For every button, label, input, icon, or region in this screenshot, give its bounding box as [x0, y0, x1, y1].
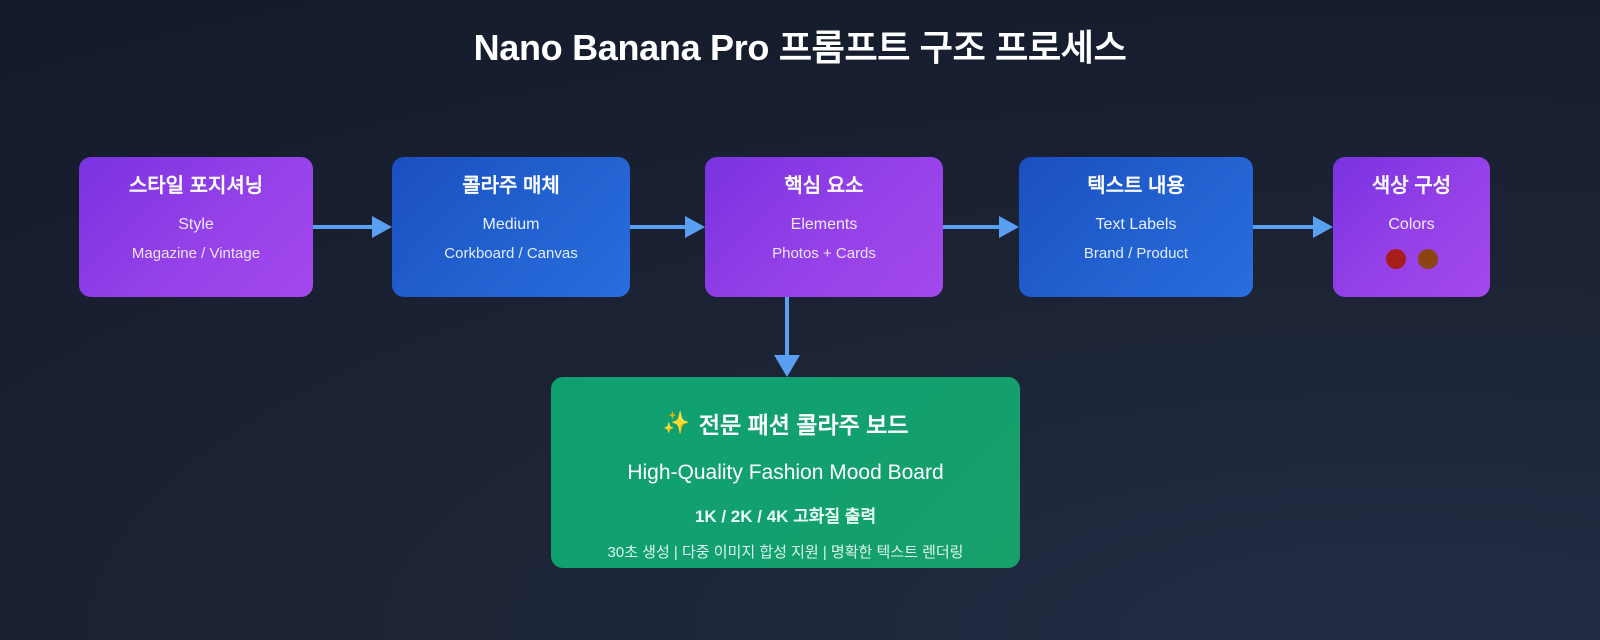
arrow-shaft [943, 225, 999, 229]
flow-node-5[interactable]: 색상 구성 Colors [1333, 157, 1490, 297]
arrow-step-3-to-4 [943, 216, 1019, 238]
flow-node-title: 스타일 포지셔닝 [128, 175, 264, 197]
arrow-shaft [1253, 225, 1313, 229]
arrow-shaft [630, 225, 685, 229]
flow-node-detail: Photos + Cards [772, 245, 876, 262]
arrow-head-icon [372, 216, 392, 238]
arrow-head-icon [1313, 216, 1333, 238]
result-subtitle: High-Quality Fashion Mood Board [627, 461, 944, 484]
flow-node-subtitle: Colors [1388, 216, 1435, 233]
result-title-text: 전문 패션 콜라주 보드 [698, 412, 909, 438]
flow-node-detail: Corkboard / Canvas [444, 245, 578, 262]
arrow-shaft [785, 297, 789, 355]
arrow-shaft [313, 225, 372, 229]
flow-node-title: 색상 구성 [1371, 175, 1452, 197]
flow-node-title: 콜라주 매체 [462, 175, 560, 197]
arrow-head-icon [999, 216, 1019, 238]
flow-node-title: 텍스트 내용 [1087, 175, 1185, 197]
arrow-step-2-to-3 [630, 216, 705, 238]
color-swatch-1 [1385, 249, 1406, 269]
arrow-down-to-result [774, 297, 800, 377]
result-card: ✨ 전문 패션 콜라주 보드 High-Quality Fashion Mood… [551, 377, 1020, 568]
flow-node-subtitle: Elements [790, 216, 858, 233]
page-title: Nano Banana Pro 프롬프트 구조 프로세스 [473, 27, 1127, 68]
sparkles-icon: ✨ [662, 410, 690, 435]
color-swatch-row [1385, 249, 1438, 269]
color-swatch-2 [1417, 249, 1438, 269]
result-title: ✨ 전문 패션 콜라주 보드 [662, 406, 908, 440]
flow-node-subtitle: Text Labels [1095, 216, 1177, 233]
flow-node-subtitle: Medium [482, 216, 540, 233]
arrow-head-icon [685, 216, 705, 238]
flow-node-title: 핵심 요소 [784, 175, 864, 197]
flow-node-subtitle: Style [178, 216, 214, 233]
arrow-step-4-to-5 [1253, 216, 1333, 238]
flow-node-detail: Magazine / Vintage [131, 245, 261, 262]
result-quality-line: 1K / 2K / 4K 고화질 출력 [694, 507, 877, 526]
arrow-step-1-to-2 [313, 216, 392, 238]
arrow-head-icon [774, 355, 800, 377]
flow-node-detail: Brand / Product [1083, 245, 1189, 262]
result-meta-line: 30초 생성 | 다중 이미지 합성 지원 | 명확한 텍스트 렌더링 [607, 544, 964, 561]
